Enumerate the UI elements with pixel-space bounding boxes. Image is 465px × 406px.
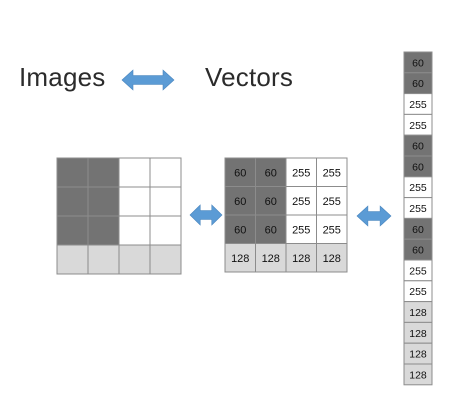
number-grid-value: 128 — [231, 253, 249, 265]
number-grid-value: 60 — [234, 167, 246, 179]
number-grid-value: 60 — [265, 224, 277, 236]
image-pixel-cell — [149, 244, 182, 275]
image-pixel-cell — [118, 157, 151, 188]
vector-value: 255 — [409, 182, 427, 194]
image-pixel-cell — [149, 186, 182, 217]
number-grid-value: 60 — [265, 167, 277, 179]
vector-value: 255 — [409, 203, 427, 215]
vector-column: 60 60 255 255 60 60 255 255 60 60 255 255 128 128 128 1… — [403, 51, 433, 386]
number-grid-cell — [224, 186, 256, 216]
number-grid-value: 255 — [292, 224, 310, 236]
number-grid-value: 60 — [265, 196, 277, 208]
image-pixel-cell — [87, 157, 120, 188]
number-grid-value: 128 — [262, 253, 280, 265]
vector-value: 255 — [409, 286, 427, 298]
vector-value: 60 — [412, 57, 424, 69]
number-grid-value: 255 — [323, 224, 341, 236]
vector-value: 128 — [409, 349, 427, 361]
vector-value: 128 — [409, 369, 427, 381]
image-pixel-cell — [149, 157, 182, 188]
number-grid-cell — [285, 186, 317, 216]
vector-value: 60 — [412, 161, 424, 173]
image-grid — [56, 157, 182, 275]
number-grid-cell — [316, 243, 348, 273]
vector-value: 60 — [412, 224, 424, 236]
image-pixel-cell — [56, 186, 89, 217]
number-grid-value: 60 — [234, 224, 246, 236]
image-pixel-cell — [149, 215, 182, 246]
number-grid-cell — [255, 214, 287, 244]
number-grid-cell — [316, 186, 348, 216]
images-title: Images — [19, 62, 106, 92]
vector-value: 128 — [409, 328, 427, 340]
vectors-title: Vectors — [205, 62, 294, 92]
number-grid-cell — [316, 214, 348, 244]
number-grid-value: 60 — [234, 196, 246, 208]
number-grid-cell — [255, 243, 287, 273]
title-arrow-double-arrow-icon — [121, 69, 175, 91]
image-pixel-cell — [87, 244, 120, 275]
vector-value: 128 — [409, 307, 427, 319]
number-grid-value: 255 — [323, 196, 341, 208]
vector-value: 255 — [409, 120, 427, 132]
image-pixel-cell — [87, 186, 120, 217]
vector-value: 255 — [409, 99, 427, 111]
number-grid-cell — [224, 243, 256, 273]
image-pixel-cell — [56, 244, 89, 275]
vector-value: 60 — [412, 141, 424, 153]
image-pixel-cell — [118, 186, 151, 217]
number-grid-value: 128 — [292, 253, 310, 265]
vector-value: 60 — [412, 78, 424, 90]
image-pixel-cell — [56, 215, 89, 246]
vector-arrow-double-arrow-icon — [356, 205, 392, 227]
grid-arrow-double-arrow-icon — [189, 204, 223, 226]
image-pixel-cell — [118, 244, 151, 275]
vector-cell — [403, 363, 433, 386]
number-grid-value: 255 — [292, 196, 310, 208]
number-grid-value: 255 — [292, 167, 310, 179]
number-grid: 60 60 255 255 60 60 255 255 60 60 255 255 128 128 128 1… — [224, 157, 348, 273]
image-pixel-cell — [87, 215, 120, 246]
number-grid-value: 255 — [323, 167, 341, 179]
image-pixel-cell — [56, 157, 89, 188]
image-pixel-cell — [118, 215, 151, 246]
number-grid-cell — [255, 186, 287, 216]
vector-value: 60 — [412, 245, 424, 257]
number-grid-value: 128 — [323, 253, 341, 265]
vector-value: 255 — [409, 265, 427, 277]
